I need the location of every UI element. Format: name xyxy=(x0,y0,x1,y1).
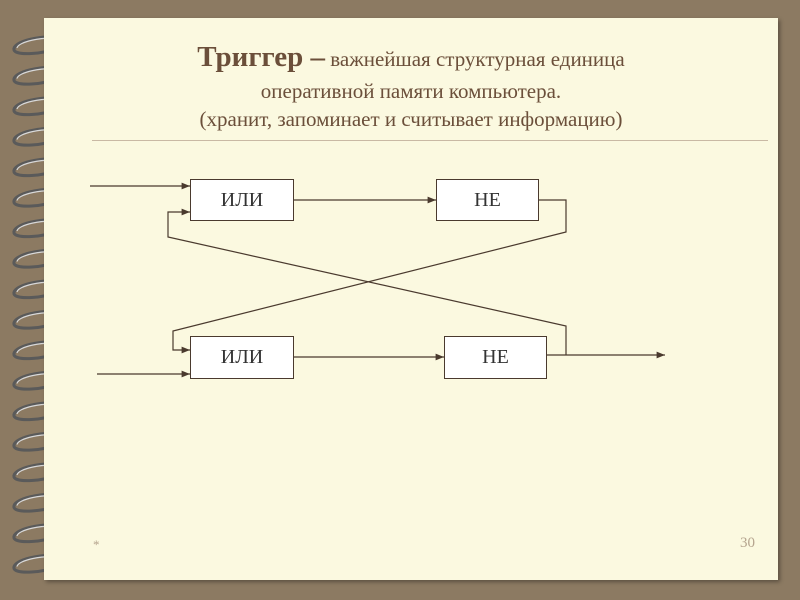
title-definition: важнейшая структурная единица xyxy=(325,47,625,71)
or-gate-bottom-label: ИЛИ xyxy=(220,346,264,368)
not-gate-bottom-label: НЕ xyxy=(482,346,509,368)
slide-title: Триггер – важнейшая структурная единица … xyxy=(44,38,778,134)
not-gate-bottom: НЕ xyxy=(444,336,547,379)
title-line-2: оперативной памяти компьютера. xyxy=(260,79,562,104)
slide-page xyxy=(44,18,778,580)
feedback-wire-bottom-to-top xyxy=(167,208,567,355)
or-gate-top: ИЛИ xyxy=(190,179,294,221)
feedback-wire-top-to-bottom xyxy=(172,199,567,354)
page-number: 30 xyxy=(740,535,755,551)
title-term: Триггер – xyxy=(197,41,326,73)
not-gate-top: НЕ xyxy=(436,179,539,221)
not-gate-top-label: НЕ xyxy=(474,188,501,211)
or-gate-bottom: ИЛИ xyxy=(190,336,294,379)
footer-marker: * xyxy=(93,537,100,552)
or-gate-top-label: ИЛИ xyxy=(220,188,264,211)
title-divider xyxy=(92,140,768,141)
title-line-3: (хранит, запоминает и считывает информац… xyxy=(199,107,623,132)
